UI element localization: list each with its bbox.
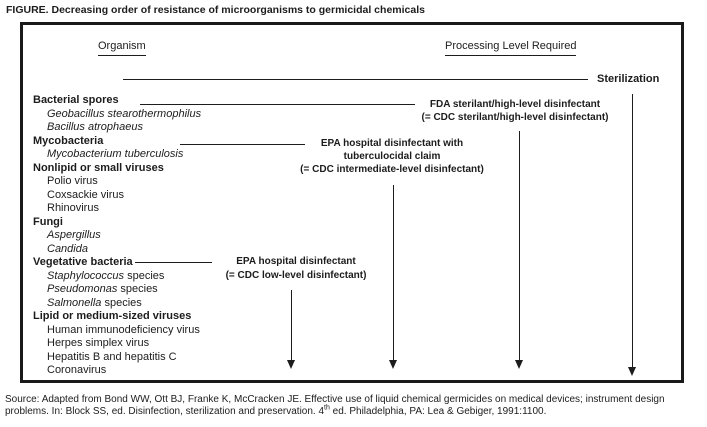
epa-tuberculocidal-line2: tuberculocidal claim [343, 151, 441, 162]
organism-aspergillus: Aspergillus [47, 229, 101, 241]
organism-category-lipid-medium-viruses: Lipid or medium-sized viruses [33, 310, 192, 322]
footer-superscript: th [324, 404, 330, 412]
fda-sterilant-line1: FDA sterilant/high-level disinfectant [429, 99, 601, 110]
organism-coronavirus: Coronavirus [47, 364, 107, 376]
organism-salmonella-species: Salmonella species [47, 296, 142, 309]
organism-category-fungi: Fungi [33, 215, 63, 228]
processing-level-epa-tuberculocidal: EPA hospital disinfectant with tuberculo… [267, 137, 517, 176]
epa-tuberculocidal-arrow-head [389, 360, 397, 369]
epa-low-line1: EPA hospital disinfectant [236, 256, 356, 267]
epa-low-arrow-head [287, 360, 295, 369]
sterilization-label: Sterilization [597, 73, 660, 85]
fda-sterilant-arrow-head [515, 360, 523, 369]
sterilization-arrow-shaft [632, 94, 633, 367]
organism-pseudomonas-species: Pseudomonas species [47, 283, 158, 295]
organism-list: Bacterial spores Geobacillus stearotherm… [33, 94, 201, 378]
organism-category-nonlipid-small-viruses: Nonlipid or small viruses [33, 161, 164, 174]
processing-level-epa-low: EPA hospital disinfectant (= CDC low-lev… [171, 255, 421, 282]
organism-polio-virus: Polio virus [47, 175, 98, 187]
organism-geobacillus-stearothermophilus: Geobacillus stearothermophilus [47, 107, 202, 120]
epa-low-arrow-shaft [291, 290, 292, 360]
organism-herpes-simplex-virus: Herpes simplex virus [47, 337, 150, 349]
epa-low-line2: (= CDC low-level disinfectant) [225, 269, 367, 281]
organism-staphylococcus-species: Staphylococcus species [47, 269, 165, 282]
organism-candida: Candida [47, 242, 88, 255]
organism-coxsackie-virus: Coxsackie virus [47, 188, 125, 201]
epa-tuberculocidal-line1: EPA hospital disinfectant with [320, 138, 464, 149]
vegetative-bacteria-connector-line [135, 262, 212, 263]
source-citation: Source: Adapted from Bond WW, Ott BJ, Fr… [5, 394, 705, 418]
organism-bacillus-atrophaeus: Bacillus atrophaeus [47, 121, 144, 133]
epa-tuberculocidal-arrow-shaft [393, 185, 394, 360]
sterilization-arrow-head [628, 367, 636, 376]
fda-sterilant-line2: (= CDC sterilant/high-level disinfectant… [421, 111, 609, 123]
processing-level-fda-sterilant: FDA sterilant/high-level disinfectant (=… [390, 99, 640, 124]
organism-mycobacterium-tuberculosis: Mycobacterium tuberculosis [47, 148, 184, 160]
column-header-processing-level: Processing Level Required [445, 40, 577, 56]
organism-rhinovirus: Rhinovirus [47, 202, 99, 214]
organism-hiv: Human immunodeficiency virus [47, 323, 200, 336]
epa-tuberculocidal-line3: (= CDC intermediate-level disinfectant) [300, 164, 484, 175]
source-citation-line2: problems. In: Block SS, ed. Disinfection… [5, 404, 547, 417]
source-citation-line1: Source: Adapted from Bond WW, Ott BJ, Fr… [5, 394, 665, 405]
fda-sterilant-arrow-shaft [519, 131, 520, 360]
mycobacteria-connector-line [180, 144, 305, 145]
organism-category-bacterial-spores: Bacterial spores [33, 94, 119, 106]
column-header-organism: Organism [98, 40, 146, 56]
organism-category-mycobacteria: Mycobacteria [33, 134, 104, 147]
organism-hepatitis-b-and-c: Hepatitis B and hepatitis C [47, 350, 177, 363]
figure-title: FIGURE. Decreasing order of resistance o… [6, 4, 425, 16]
bacterial-spores-connector-line [140, 104, 415, 105]
organism-category-vegetative-bacteria: Vegetative bacteria [33, 256, 133, 268]
sterilization-connector-line [123, 79, 588, 80]
diagram-border-box [20, 22, 684, 383]
